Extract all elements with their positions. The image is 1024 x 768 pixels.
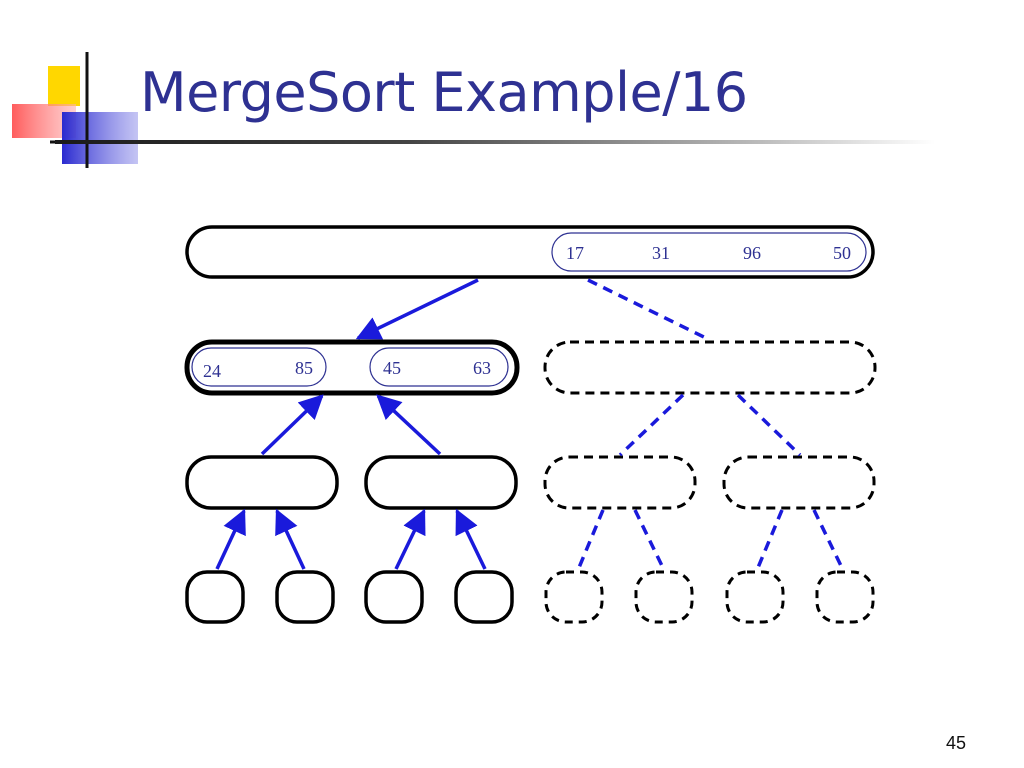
slide-title: MergeSort Example/16	[140, 61, 748, 124]
level1-value-1: 24	[203, 361, 221, 381]
dashed-l2c-to-leaf6	[633, 509, 666, 571]
level1-value-4: 63	[473, 358, 491, 378]
root-value-3: 96	[743, 243, 761, 263]
level1-left-group-b	[369, 347, 509, 387]
level1-value-2: 85	[295, 358, 313, 378]
dashed-l1r-to-l2d	[736, 393, 802, 457]
leaf-node-8	[815, 570, 875, 624]
dashed-root-to-right	[587, 278, 711, 342]
dashed-l1r-to-l2c	[618, 393, 685, 457]
arrow-leaf3-up	[394, 508, 426, 570]
leaf-node-3	[364, 570, 424, 624]
level1-right-node	[543, 340, 877, 395]
leaf-node-2	[275, 570, 335, 624]
level2-node-1	[185, 455, 339, 510]
logo-yellow-square	[48, 66, 80, 106]
dashed-l2d-to-leaf7	[755, 509, 784, 571]
leaf-node-4	[454, 570, 514, 624]
level1-left-node	[184, 339, 520, 396]
root-value-2: 31	[652, 243, 670, 263]
arrow-root-to-left	[355, 278, 479, 340]
dashed-l2c-to-leaf5	[576, 509, 605, 571]
level1-value-3: 45	[383, 358, 401, 378]
leaf-node-1	[185, 570, 245, 624]
root-node	[185, 225, 875, 279]
title-divider	[55, 140, 935, 144]
arrow-l2a-to-l1	[260, 394, 324, 456]
level2-node-2	[364, 455, 518, 510]
arrow-l2b-to-l1	[376, 394, 442, 456]
logo-blue-square	[62, 112, 138, 164]
level2-node-4	[722, 455, 876, 510]
dashed-l2d-to-leaf8	[812, 509, 845, 571]
arrow-leaf4-up	[455, 508, 487, 570]
page-number: 45	[945, 733, 966, 753]
leaf-node-5	[544, 570, 604, 624]
root-inner-group	[551, 232, 867, 272]
level2-node-3	[543, 455, 697, 510]
root-value-1: 17	[566, 243, 584, 263]
arrow-leaf2-up	[275, 508, 306, 570]
leaf-node-7	[725, 570, 785, 624]
arrow-leaf1-up	[215, 508, 246, 570]
leaf-node-6	[634, 570, 694, 624]
root-value-4: 50	[833, 243, 851, 263]
level1-left-group-a	[191, 347, 327, 387]
